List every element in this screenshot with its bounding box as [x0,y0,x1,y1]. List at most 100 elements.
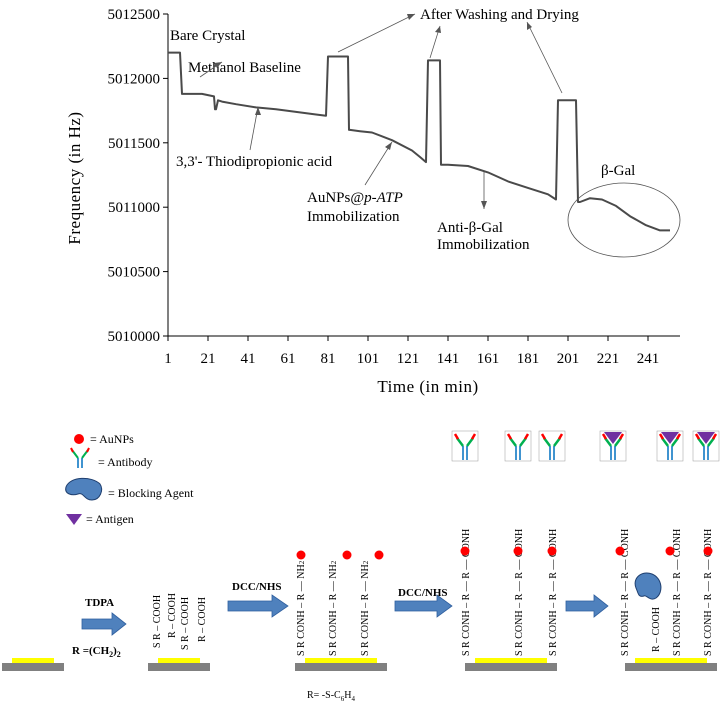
ag-chain-1: S R CONH – R — R — CONH [620,529,631,656]
r-note-main: R= -S-C [307,690,341,701]
ag-chain-3: S R CONH – R — R — CONH [703,529,714,656]
atp-aunp-1 [296,550,306,560]
annotation-bgal: β-Gal [601,163,635,179]
step1-note-main: R =(CH [72,645,110,657]
annotation-aunps-italic: p-ATP [363,190,403,206]
arrowhead-antibody [481,201,487,209]
antibody-layer: S R CONH – R — R — CONH S R CONH – R — R… [460,529,559,656]
atp-chain-3: S R CONH – R — NH2 [360,560,371,656]
ag-blocking-chain: R – COOH [651,607,662,652]
legend-antibody-label: = Antibody [98,455,152,469]
tdpa-chain-1: S R – COOH [152,595,163,648]
y-tick-label: 5010000 [108,329,161,345]
y-ticks: 5010000501050050110005011500501200050125… [108,7,168,345]
x-axis-title: Time (in min) [377,377,478,396]
antigen-layer: S R CONH – R — R — CONH R – COOH S R CON… [615,529,714,656]
step-arrows [81,594,609,636]
antibody-icons [451,430,720,462]
substrate-antibody [465,663,557,671]
bgal-ellipse [567,182,681,258]
ab-chain-2: S R CONH – R — R — CONH [514,529,525,656]
substrate-tdpa [148,663,210,671]
ab-aunp-1 [460,546,470,556]
x-tick-label: 181 [517,351,540,367]
gold-tdpa [158,658,200,663]
ag-chain-2: S R CONH – R — R — CONH [672,529,683,656]
ab-aunp-3 [547,546,557,556]
gold-bare [12,658,54,663]
atp-aunp-3 [374,550,384,560]
step3-label: DCC/NHS [398,587,448,599]
y-tick-label: 5012500 [108,7,161,23]
chart-axes [167,14,680,337]
legend-blocking-agent-icon [65,477,103,501]
step1-note-sub: 2 [109,650,113,659]
annotation-anti-bgal: Anti-β-Gal [437,220,503,236]
atp-chain-2: S R CONH – R — NH2 [328,560,339,656]
annotation-bare-crystal: Bare Crystal [170,28,245,44]
ag-aunp-3 [703,546,713,556]
antibody-icon [504,430,532,462]
blocking-agent-bound [634,572,662,600]
x-tick-label: 61 [281,351,296,367]
atp-layer: S R CONH – R — NH2 S R CONH – R — NH2 S … [296,550,384,656]
tdpa-chain-3: S R – COOH [180,597,191,650]
x-tick-label: 1 [164,351,172,367]
step-arrow-1 [81,612,127,636]
arrowhead-methanol [214,62,222,68]
step-arrow-3 [394,594,453,618]
antibody-antigen-complex [692,430,720,462]
antibody-antigen-complex [599,430,627,462]
tdpa-chain-2: R – COOH [167,593,178,638]
antibody-icon [538,430,566,462]
antibody-icon [451,430,479,462]
annotation-after-washing: After Washing and Drying [420,7,579,23]
frequency-series-line [168,51,670,232]
immobilization-scheme: = AuNPs = Antibody = Blocking Agent = An… [2,430,720,703]
ag-aunp-1 [615,546,625,556]
annotation-thiodipropionic-acid: 3,3'- Thiodipropionic acid [176,154,333,170]
substrate-atp [295,663,387,671]
ag-aunp-2 [665,546,675,556]
x-tick-label: 241 [637,351,660,367]
legend-antigen-icon [66,514,82,525]
arrowhead-wash-2 [435,26,441,33]
ab-chain-3: S R CONH – R — R — CONH [548,529,559,656]
arrowhead-aunps [385,142,392,150]
arrowhead-tdpa [255,107,261,115]
arrow-wash-1 [337,13,416,53]
annotation-aunps: AuNPs@p-ATP [307,190,403,206]
step1-note-end-sub: 2 [117,650,121,659]
step-arrow-4 [565,594,609,618]
y-tick-label: 5011000 [108,200,160,216]
r-note-sub2: 4 [351,695,355,703]
scheme-legend: = AuNPs = Antibody = Blocking Agent = An… [65,432,194,526]
r-note-sub1: 6 [341,695,345,703]
step2-label: DCC/NHS [232,581,282,593]
r-note-mid: H [344,690,351,701]
gold-antigen [635,658,707,663]
arrow-aunps [364,141,393,186]
x-tick-label: 21 [201,351,216,367]
r-definition-note: R= -S-C6H4 [307,690,355,703]
legend-aunp-label: = AuNPs [90,432,134,446]
annotation-anti-bgal-line2: Immobilization [437,237,530,253]
x-tick-label: 141 [437,351,460,367]
gold-antibody [475,658,547,663]
step1-note: R =(CH2)2 [72,645,121,659]
antibody-antigen-complex [656,430,684,462]
x-tick-label: 161 [477,351,500,367]
x-tick-label: 81 [321,351,336,367]
x-tick-label: 201 [557,351,580,367]
tdpa-chain-4: R – COOH [197,597,208,642]
y-tick-label: 5011500 [108,136,160,152]
arrow-heads [214,14,532,209]
atp-chain-1: S R CONH – R — NH2 [296,560,307,656]
y-tick-label: 5012000 [108,71,161,87]
arrowhead-wash-3 [527,22,532,30]
arrowhead-wash-1 [407,14,415,20]
substrates [2,658,717,671]
ab-aunp-2 [513,546,523,556]
arrow-wash-3 [526,21,563,94]
step-arrow-2 [227,594,289,618]
